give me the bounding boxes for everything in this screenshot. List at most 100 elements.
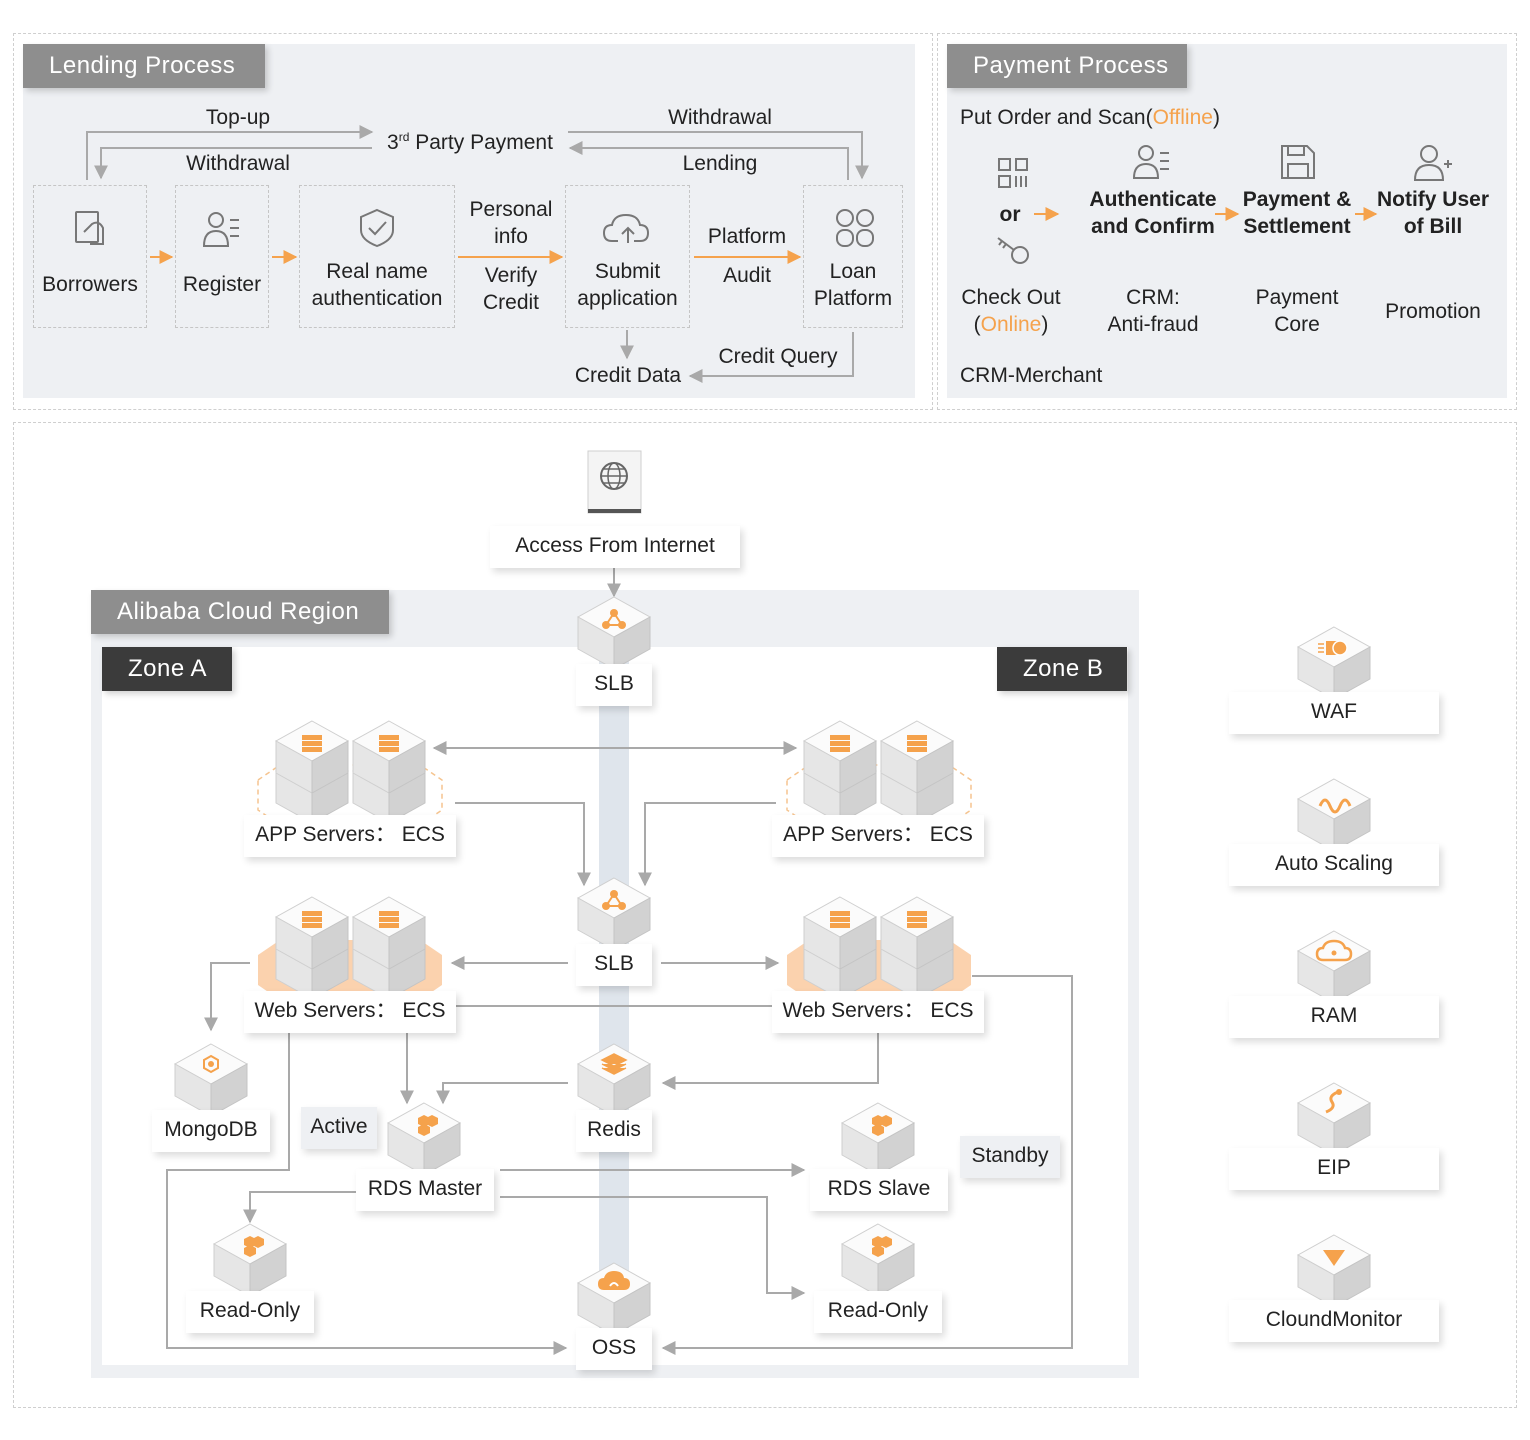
checkout-line1: Check Out xyxy=(961,286,1061,309)
third-party-num: 3 xyxy=(387,131,399,154)
checkout-line2: (Online) xyxy=(950,311,1072,338)
web-a-to-oss-arrow xyxy=(166,1033,568,1355)
credit-query-arrow xyxy=(688,332,854,383)
credit-query-label: Credit Query xyxy=(718,345,838,368)
internet-label: Access From Internet xyxy=(490,526,740,568)
active-badge: Active xyxy=(301,1107,377,1149)
redis-cube-icon xyxy=(577,1043,651,1117)
app-a-to-slb-arrow xyxy=(455,802,591,887)
waf-cube-icon xyxy=(1297,626,1371,700)
payment-frame xyxy=(937,33,1517,410)
cloud-upload-icon xyxy=(602,213,650,243)
user-list-icon xyxy=(202,212,239,247)
verify-line2: Credit xyxy=(482,291,540,314)
withdrawal-right-label: Withdrawal xyxy=(668,106,772,129)
app-servers-b-label: APP Servers： ECS xyxy=(772,815,984,857)
pay-line2: Settlement xyxy=(1243,215,1351,238)
checkout-open: ( xyxy=(973,313,981,336)
mongodb-cube-icon xyxy=(174,1043,248,1117)
personal-info-line2: info xyxy=(494,225,528,248)
oss-label: OSS xyxy=(576,1328,652,1370)
or-label: or xyxy=(999,203,1021,226)
rds-cube-icon-slave xyxy=(841,1102,915,1176)
auth-line1: Authenticate xyxy=(1089,188,1217,211)
web-to-mongodb-arrow xyxy=(204,962,250,1032)
checkout-close: ) xyxy=(1041,313,1049,336)
master-to-readonly-b-arrow xyxy=(500,1196,806,1300)
third-party-sup: rd xyxy=(398,130,410,144)
borrowers-step xyxy=(33,185,147,328)
lending-frame xyxy=(13,33,933,410)
apps-grid-icon xyxy=(836,209,874,247)
master-to-readonly-a-arrow xyxy=(243,1191,356,1224)
loan-line1: Loan xyxy=(829,260,877,283)
document-hand-icon xyxy=(75,211,104,245)
promotion-label: Promotion xyxy=(1385,300,1481,323)
put-order-suffix: ) xyxy=(1212,106,1220,129)
read-only-a-label: Read-Only xyxy=(186,1291,314,1333)
register-step xyxy=(175,185,269,328)
ecs-cube-icon-app-a xyxy=(275,720,426,824)
withdrawal-right-arrow xyxy=(568,131,869,180)
payment-panel xyxy=(947,44,1507,398)
app-b-to-slb-arrow xyxy=(638,802,776,887)
put-order-label: Put Order and Scan(Offline) xyxy=(960,104,1220,131)
app-servers-a-label: APP Servers： ECS xyxy=(244,815,456,857)
audit-label: Audit xyxy=(723,264,771,287)
zone-a-tab: Zone A xyxy=(102,647,232,691)
lending-panel xyxy=(23,44,915,398)
slb-mid-label: SLB xyxy=(576,944,652,986)
submit-step xyxy=(565,185,690,328)
slb-cube-icon-mid xyxy=(577,877,651,951)
pay-line1: Payment & xyxy=(1242,188,1352,211)
redis-to-rds-arrow xyxy=(436,1082,568,1105)
register-label: Register xyxy=(182,273,262,296)
read-only-b-label: Read-Only xyxy=(814,1291,942,1333)
put-order-highlight: Offline xyxy=(1152,106,1213,129)
waf-label: WAF xyxy=(1229,692,1439,734)
web-b-to-oss-arrow xyxy=(661,975,1073,1355)
lending-label: Lending xyxy=(682,152,758,175)
real-name-line1: Real name xyxy=(326,260,428,283)
slb-top-label: SLB xyxy=(576,664,652,706)
loan-platform-step xyxy=(803,185,903,328)
checkout-highlight: Online xyxy=(980,313,1042,336)
auto-scaling-cube-icon xyxy=(1297,778,1371,852)
topup-arrow xyxy=(86,125,374,180)
lending-tab: Lending Process xyxy=(23,44,265,88)
withdrawal-left-label: Withdrawal xyxy=(186,152,290,175)
auto-scaling-label: Auto Scaling xyxy=(1229,844,1439,886)
payment-tab: Payment Process xyxy=(947,44,1187,88)
credit-data-label: Credit Data xyxy=(574,364,682,387)
rds-cube-icon-readonly-a xyxy=(213,1223,287,1297)
withdrawal-left-arrow xyxy=(94,147,372,180)
rds-slave-label: RDS Slave xyxy=(810,1169,948,1211)
qr-code-icon xyxy=(998,158,1028,188)
ecs-cube-icon-app-b xyxy=(803,720,954,824)
user-add-icon xyxy=(1413,145,1452,181)
paycore-line1: Payment xyxy=(1255,286,1339,309)
web-b-to-redis-arrow xyxy=(661,1033,879,1090)
verify-line1: Verify xyxy=(484,264,538,287)
ram-label: RAM xyxy=(1229,996,1439,1038)
third-party-rest: Party Payment xyxy=(409,131,553,154)
crm-line1: CRM: xyxy=(1126,286,1180,309)
eip-label: EIP xyxy=(1229,1148,1439,1190)
web-servers-b-label: Web Servers： ECS xyxy=(772,991,984,1033)
rds-cube-icon-master xyxy=(387,1102,461,1176)
notify-line2: of Bill xyxy=(1403,215,1463,238)
standby-badge: Standby xyxy=(960,1136,1060,1178)
third-party-payment-label: 3rd Party Payment xyxy=(372,124,568,156)
auth-line2: and Confirm xyxy=(1091,215,1215,238)
real-name-step xyxy=(299,185,455,328)
platform-label: Platform xyxy=(707,225,787,248)
put-order-prefix: Put Order and Scan( xyxy=(960,106,1153,129)
loan-line2: Platform xyxy=(813,287,893,310)
cloudmonitor-label: CloundMonitor xyxy=(1229,1300,1439,1342)
web-servers-a-label: Web Servers： ECS xyxy=(244,991,456,1033)
real-name-line2: authentication xyxy=(311,287,443,310)
redis-label: Redis xyxy=(576,1110,652,1152)
mongodb-label: MongoDB xyxy=(152,1110,270,1152)
borrowers-label: Borrowers xyxy=(42,273,138,296)
